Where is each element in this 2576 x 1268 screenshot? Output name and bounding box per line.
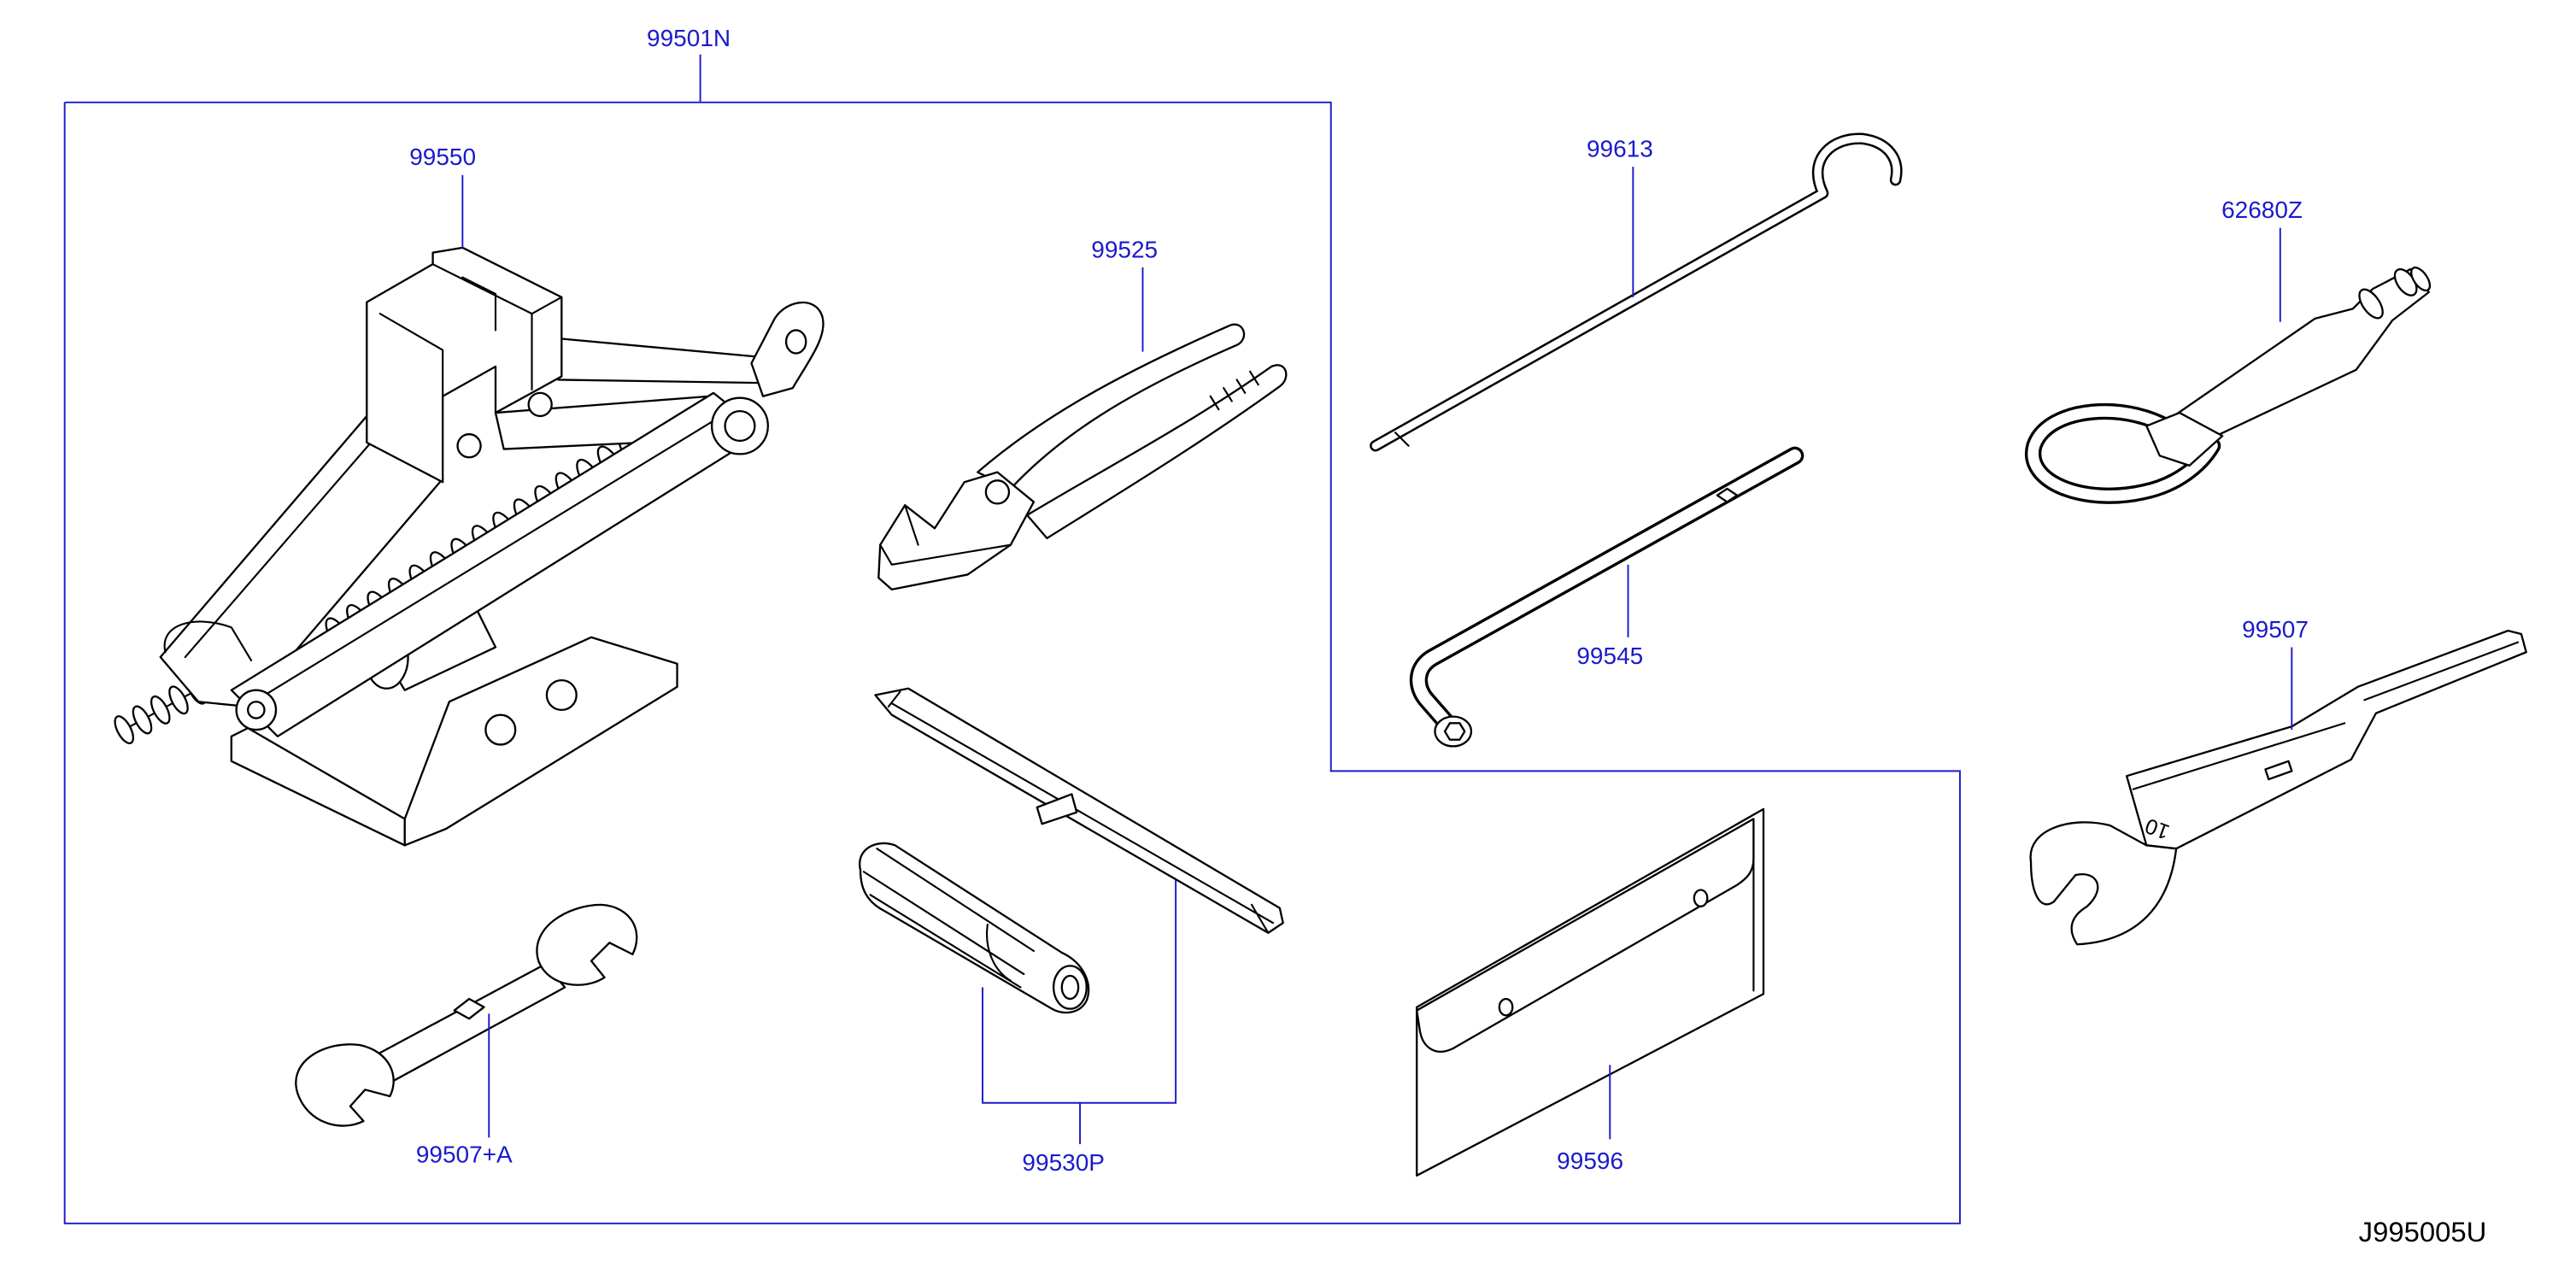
small-wrench-handle — [366, 963, 566, 1088]
callout-pouch[interactable]: 99596 — [1557, 1148, 1623, 1174]
extension-bar-tip — [1394, 431, 1410, 447]
extension-bar-body — [1371, 135, 1900, 449]
pliers-illustration — [877, 323, 1288, 590]
extension-bar-illustration — [1370, 132, 1903, 452]
jack-left-arm-edge — [184, 435, 378, 659]
jack-bracket-hole — [484, 713, 517, 746]
jack-lower-pivot-pin — [246, 701, 266, 719]
drawing-code: J995005U — [2359, 1216, 2487, 1247]
callout-extension-bar[interactable]: 99613 — [1587, 136, 1653, 162]
pliers-head — [877, 471, 1036, 590]
screwdriver-handle-ribs — [862, 848, 1035, 989]
jack-saddle-bolt — [456, 433, 482, 459]
wrench-slot — [2264, 760, 2293, 781]
screwdriver-handle-illustration — [859, 842, 1090, 1014]
pliers-jaw-edges — [879, 504, 1012, 566]
jack-lift-eye — [750, 301, 824, 397]
screw-thread — [168, 685, 189, 715]
screwdriver-handle-socket — [1060, 974, 1080, 1001]
small-wrench-illustration — [295, 903, 638, 1127]
screwdriver-handle — [859, 842, 1090, 1014]
small-wrench-right-jaw — [536, 903, 638, 986]
tow-hook-illustration — [2025, 266, 2432, 504]
tow-hook-ridge — [2358, 288, 2384, 320]
pliers-upper-handle — [977, 323, 1246, 490]
wrench-handle-edges — [2132, 641, 2520, 790]
scissor-jack-illustration — [114, 246, 824, 847]
tow-hook-crimp — [2145, 411, 2224, 467]
jack-saddle — [366, 246, 563, 484]
screw-thread — [132, 705, 153, 735]
small-wrench-center-mark — [453, 997, 485, 1020]
screw-thread — [150, 695, 171, 725]
jack-lower-right-arm-edge — [249, 412, 728, 705]
callout-small-wrench[interactable]: 99507+A — [416, 1141, 513, 1167]
jack-left-arm — [159, 414, 444, 708]
jack-bracket-hole — [545, 678, 578, 712]
screwdriver-clip — [1036, 793, 1078, 825]
pliers-pivot — [984, 479, 1011, 505]
jack-lift-eye-hole — [784, 329, 807, 355]
callout-wheel-wrench[interactable]: 99545 — [1576, 643, 1643, 669]
callout-jack[interactable]: 99550 — [409, 144, 476, 170]
tool-pouch-illustration — [1416, 807, 1765, 1177]
callout-tow-hook[interactable]: 62680Z — [2221, 197, 2303, 223]
wrench-illustration: 10 — [2029, 629, 2527, 946]
screw-thread — [114, 715, 135, 745]
jack-base-flange — [230, 726, 406, 847]
pliers-grip-lines — [1209, 370, 1259, 411]
jack-saddle-bolt — [527, 391, 553, 418]
pouch-snap-hole — [1693, 889, 1709, 907]
wheel-wrench-illustration — [1409, 446, 1804, 748]
jack-saddle-edges — [378, 263, 563, 397]
jack-top-pivot-pin — [724, 409, 756, 443]
wheel-wrench-body — [1412, 449, 1801, 733]
wheel-wrench-socket-hex — [1443, 722, 1466, 741]
callout-assembly[interactable]: 99501N — [647, 25, 731, 51]
wheel-wrench-outline — [1409, 446, 1804, 736]
assembly-boundary — [63, 101, 1961, 1224]
jack-front-bracket — [403, 636, 678, 847]
callout-screwdriver-set[interactable]: 99530P — [1022, 1149, 1105, 1176]
tow-hook-ring — [2027, 406, 2218, 502]
pouch-snap-hole — [1498, 997, 1514, 1017]
pliers-lower-handle — [1026, 364, 1288, 540]
tow-hook-end — [2409, 266, 2432, 292]
screwdriver-shaft-illustration — [874, 687, 1284, 934]
wrench-jaw — [2029, 821, 2178, 946]
wrench-handle — [2125, 629, 2527, 850]
jack-clevis-loop — [163, 620, 253, 661]
wheel-wrench-hole — [1716, 487, 1739, 503]
callout-wrench[interactable]: 99507 — [2242, 616, 2309, 643]
jack-top-link — [557, 337, 771, 385]
screwdriver-shaft-edges — [887, 690, 1275, 934]
small-wrench-left-jaw — [295, 1043, 395, 1127]
callout-pliers[interactable]: 99525 — [1091, 236, 1158, 262]
